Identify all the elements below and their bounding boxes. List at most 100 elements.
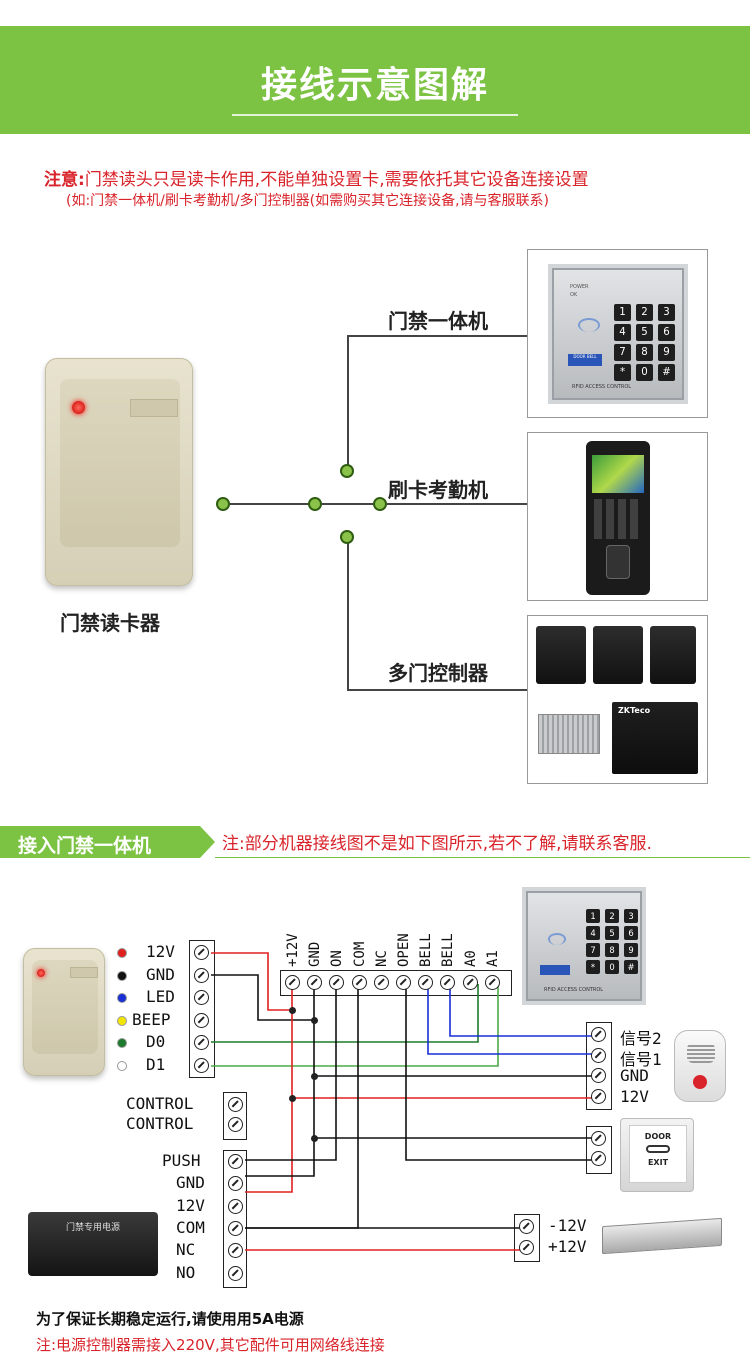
wire-color-dot xyxy=(117,993,127,1003)
junction xyxy=(311,1017,318,1024)
control-box-image: ZKTeco xyxy=(612,702,698,774)
controller-board-3 xyxy=(650,626,696,684)
junction xyxy=(289,1007,296,1014)
keypad-key: 0 xyxy=(636,364,653,381)
reader-slot xyxy=(70,967,98,978)
device-box-keypad: POWER OK DOOR BELL RFID ACCESS CONTROL 1… xyxy=(527,249,708,418)
keypad-key: 2 xyxy=(605,909,619,923)
terminal-screw xyxy=(228,1097,243,1112)
section-note: 注:部分机器接线图不是如下图所示,若不了解,请联系客服. xyxy=(222,834,652,854)
doorbell-terminal-label: GND xyxy=(620,1066,649,1085)
device-box-controller: ZKTeco xyxy=(527,615,708,784)
lock-terminal-label: -12V xyxy=(548,1216,587,1235)
attendance-image xyxy=(586,441,650,595)
keypad-key: 8 xyxy=(605,943,619,957)
notice-line: 注意:门禁读头只是读卡作用,不能单独设置卡,需要依托其它设备连接设置 xyxy=(44,165,589,190)
device-label-keypad: 门禁一体机 xyxy=(388,309,488,333)
wire-color-dot xyxy=(117,1060,127,1071)
wire-label: 12V xyxy=(146,942,175,961)
device-label-controller: 多门控制器 xyxy=(388,661,488,685)
doorbell-badge xyxy=(540,965,570,975)
keypad-key: 1 xyxy=(614,304,631,321)
psu-label: 门禁专用电源 xyxy=(65,1223,120,1233)
footer-note-2: 注:电源控制器需接入220V,其它配件可用网络线连接 xyxy=(36,1336,385,1354)
notice-text: 门禁读头只是读卡作用,不能单独设置卡,需要依托其它设备连接设置 xyxy=(84,170,589,190)
doorbell-badge: DOOR BELL xyxy=(568,354,602,366)
connector-dot xyxy=(216,497,230,511)
wire-label: D0 xyxy=(146,1032,166,1051)
keypad-key: 9 xyxy=(624,943,638,957)
device-label-attendance: 刷卡考勤机 xyxy=(388,478,488,502)
terminal-label: BELL xyxy=(418,933,435,967)
terminal-screw xyxy=(440,975,456,990)
control-label: CONTROL xyxy=(126,1114,194,1133)
keypad-key: 2 xyxy=(636,304,653,321)
terminal-label: ON xyxy=(329,950,346,967)
terminal-screw xyxy=(519,1240,534,1255)
keypad-image: POWER OK DOOR BELL RFID ACCESS CONTROL 1… xyxy=(548,264,688,404)
wire-label: D1 xyxy=(146,1054,166,1074)
reader-terminal-block xyxy=(189,940,215,1078)
terminal-screw xyxy=(194,967,209,983)
terminal-screw xyxy=(228,1265,243,1281)
page-title: 接线示意图解 xyxy=(260,65,489,106)
terminal-label: OPEN xyxy=(396,933,412,967)
reader-image xyxy=(45,358,193,586)
exit-button-image: DOOR EXIT xyxy=(620,1118,694,1192)
terminal-screw xyxy=(228,1154,243,1169)
power-supply-image xyxy=(538,714,600,754)
terminal-screw xyxy=(591,1068,606,1083)
psu-terminal-label: 12V xyxy=(176,1195,205,1215)
psu-terminal-label: COM xyxy=(176,1217,205,1237)
doorbell-terminal-label: 信号2 xyxy=(620,1029,662,1048)
terminal-screw xyxy=(373,975,389,990)
keypad-key: 5 xyxy=(605,926,619,940)
terminal-screw xyxy=(591,1131,606,1146)
wire-color-dot xyxy=(117,1038,127,1048)
wire-label: BEEP xyxy=(132,1009,171,1029)
psu-terminal-label: PUSH xyxy=(162,1151,201,1170)
terminal-screw xyxy=(484,975,500,990)
reader-slot xyxy=(130,399,178,417)
doorbell-terminal-label: 12V xyxy=(620,1086,649,1106)
terminal-screw xyxy=(194,1035,209,1050)
link-line xyxy=(222,503,380,505)
keypad-key: 6 xyxy=(624,926,638,940)
link-line xyxy=(380,503,527,505)
keypad-key: 3 xyxy=(624,909,638,923)
reader-led xyxy=(72,401,85,414)
keypad-key: * xyxy=(614,364,631,381)
terminal-screw xyxy=(591,1027,606,1042)
doorbell-logo-icon xyxy=(693,1075,707,1089)
terminal-label: BELL xyxy=(440,933,457,967)
controller-board-2 xyxy=(593,626,643,684)
reader-image-small xyxy=(23,948,105,1076)
keypad-key: 4 xyxy=(586,926,600,940)
connector-dot xyxy=(340,464,354,478)
key-icon xyxy=(646,1145,670,1153)
keypad-key: 7 xyxy=(586,943,600,957)
section-title: 接入门禁一体机 xyxy=(18,835,152,857)
terminal-screw xyxy=(519,1219,534,1234)
keypad-key: # xyxy=(658,364,675,381)
keypad-key: 8 xyxy=(636,344,653,361)
terminal-label: COM xyxy=(351,941,368,967)
link-line xyxy=(347,335,349,471)
junction xyxy=(289,1095,296,1102)
reader-label: 门禁读卡器 xyxy=(60,611,160,635)
terminal-screw xyxy=(285,975,300,990)
terminal-screw xyxy=(591,1088,606,1104)
connector-dot xyxy=(308,497,322,511)
footer-note-1: 为了保证长期稳定运行,请使用用5A电源 xyxy=(36,1310,304,1328)
terminal-screw xyxy=(591,1151,606,1166)
wire-label: LED xyxy=(146,987,175,1006)
control-box-brand: ZKTeco xyxy=(618,706,651,715)
terminal-screw xyxy=(194,990,209,1005)
keypad-key: 0 xyxy=(605,960,619,974)
rfid-icon xyxy=(578,318,600,332)
terminal-label: A0 xyxy=(462,950,479,967)
section-divider xyxy=(215,857,750,858)
attendance-keys xyxy=(594,499,642,539)
